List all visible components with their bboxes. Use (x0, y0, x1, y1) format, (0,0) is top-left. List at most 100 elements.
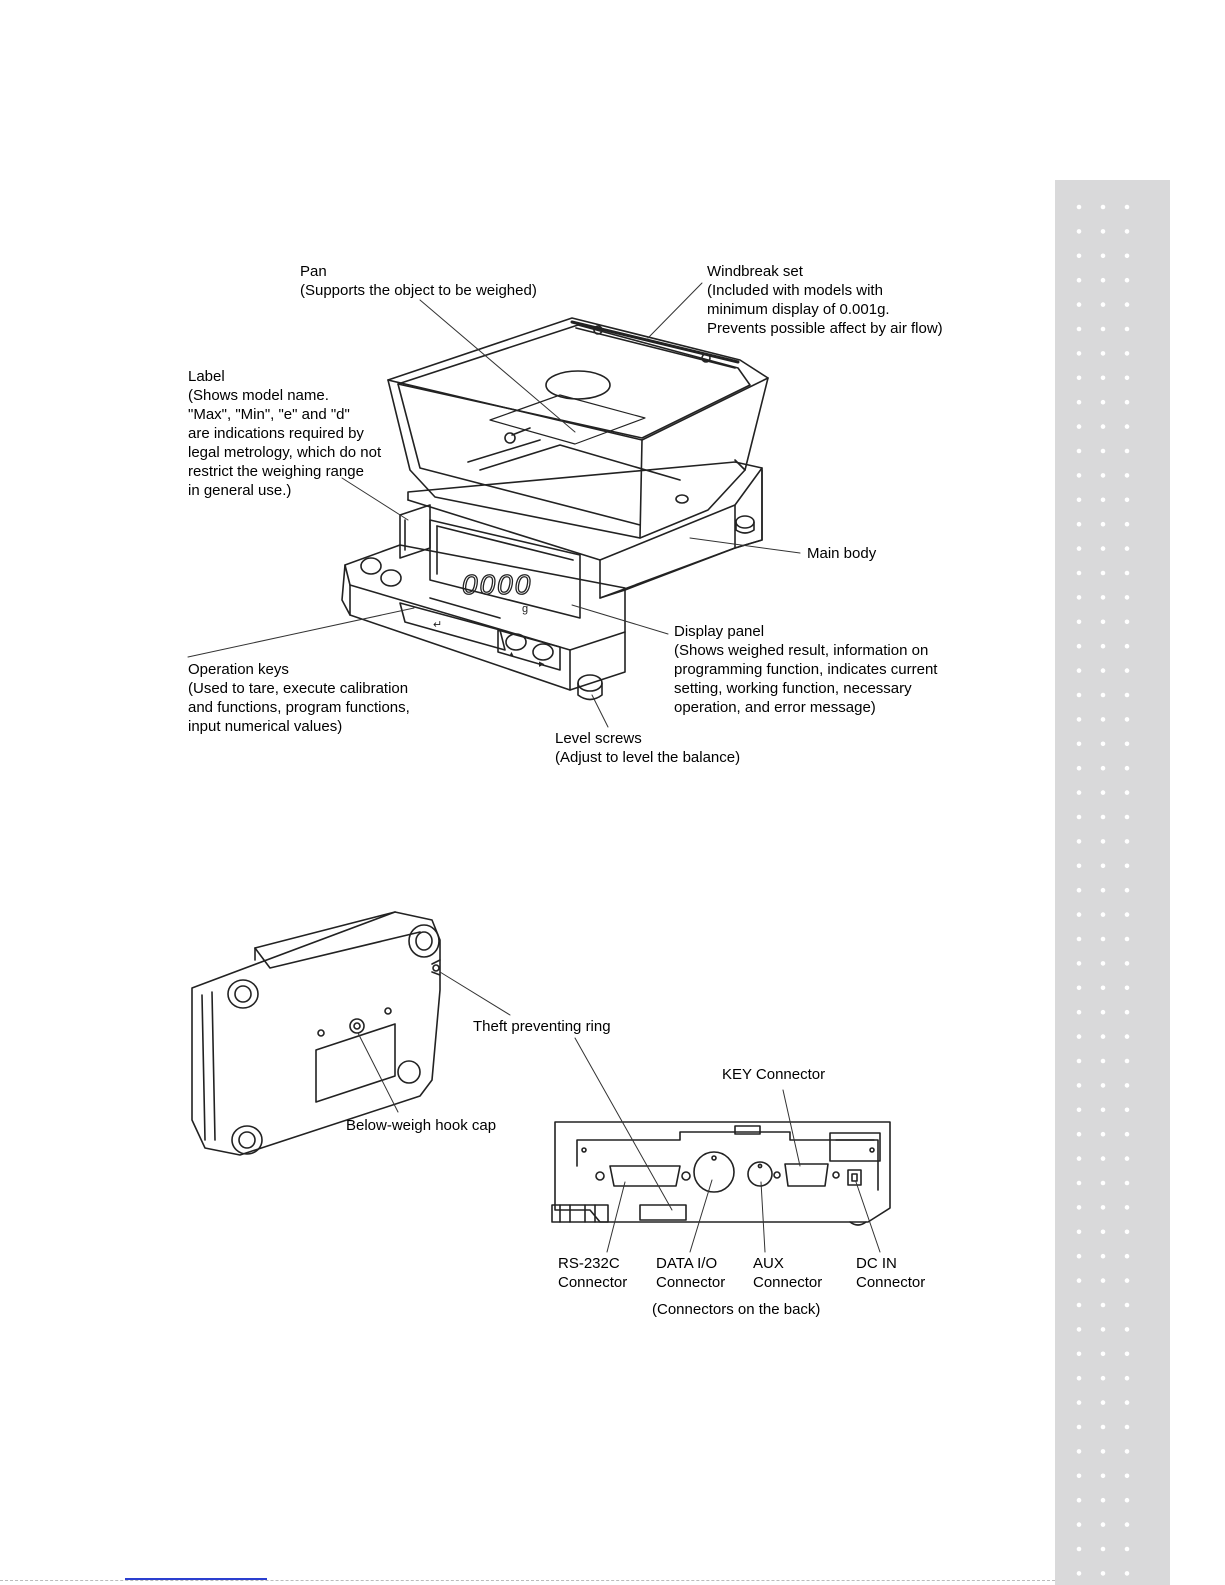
sidebar-dot (1076, 1546, 1082, 1552)
operation-keys-label: Operation keys (Used to tare, execute ca… (188, 660, 410, 736)
sidebar-dot (1076, 375, 1082, 381)
sidebar-dot (1100, 814, 1106, 820)
sidebar-dot (1100, 1449, 1106, 1454)
sidebar-dot (1076, 1205, 1082, 1210)
sidebar-dot (1100, 351, 1106, 356)
sidebar-dot (1124, 692, 1130, 698)
sidebar-dot (1076, 985, 1082, 991)
sidebar-dot (1076, 497, 1082, 503)
rear-panel (551, 1121, 891, 1226)
sidebar-dot (1076, 1400, 1082, 1405)
sidebar-dot (1076, 302, 1082, 307)
display-unit: g (522, 603, 528, 615)
sidebar-dot (1076, 1107, 1082, 1113)
sidebar-dot (1100, 1009, 1106, 1015)
sidebar-dot (1124, 839, 1130, 844)
sidebar-dot (1100, 619, 1106, 625)
sidebar-dot (1124, 351, 1130, 356)
footer-dashed-line (0, 1580, 1055, 1581)
sidebar-dot (1076, 1083, 1082, 1088)
sidebar-dot (1076, 717, 1082, 722)
sidebar-dot (1100, 1205, 1106, 1210)
level-screws-desc: (Adjust to level the balance) (555, 749, 741, 766)
sidebar-dot (1100, 1083, 1106, 1088)
sidebar-dot (1100, 1278, 1106, 1283)
operation-keys-title: Operation keys (188, 661, 289, 678)
sidebar-dot (1100, 497, 1106, 503)
sidebar-dot (1100, 1107, 1106, 1113)
operation-keys-line-3: input numerical values) (188, 718, 343, 735)
enter-key-glyph: ↵ (433, 619, 442, 631)
sidebar-dot (1124, 765, 1130, 771)
sidebar-dot (1100, 668, 1106, 673)
sidebar-dot (1100, 692, 1106, 698)
sidebar-dot (1076, 1156, 1082, 1161)
sidebar-dot (1076, 1449, 1082, 1454)
sidebar-dot (1124, 1083, 1130, 1088)
sidebar-dot (1124, 399, 1130, 405)
label-line-2: "Max", "Min", "e" and "d" (188, 406, 350, 423)
sidebar-dot (1124, 326, 1130, 332)
sidebar-dot (1076, 1571, 1082, 1576)
windbreak-box (387, 317, 769, 539)
sidebar-dot (1076, 1473, 1082, 1479)
label-part-label: Label (Shows model name. "Max", "Min", "… (188, 367, 381, 500)
sidebar-strip (1055, 180, 1170, 1585)
sidebar-dot (1124, 643, 1130, 649)
dc-in-l2: Connector (856, 1274, 926, 1291)
sidebar-dot (1100, 546, 1106, 551)
sidebar-dot (1124, 1400, 1130, 1405)
sidebar-dot (1076, 1327, 1082, 1332)
sidebar-dot (1124, 619, 1130, 625)
sidebar-dot (1076, 448, 1082, 454)
sidebar-dot (1100, 839, 1106, 844)
sidebar-dot (1076, 668, 1082, 673)
label-line-6: in general use.) (188, 482, 292, 499)
main-body-label: Main body (807, 544, 876, 563)
sidebar-dot (1100, 765, 1106, 771)
sidebar-dot (1100, 277, 1106, 283)
sidebar-dot (1076, 619, 1082, 625)
display-panel-title: Display panel (674, 623, 765, 640)
sidebar-dot (1076, 1009, 1082, 1015)
sidebar-dot (1076, 570, 1082, 576)
sidebar-dot (1076, 521, 1082, 527)
sidebar-dot (1124, 546, 1130, 551)
sidebar-dot (1076, 1253, 1082, 1259)
sidebar-dot (1124, 1107, 1130, 1113)
rs232c-l1: RS-232C (558, 1255, 620, 1272)
sidebar-dot (1100, 448, 1106, 454)
sidebar-dot (1124, 1278, 1130, 1283)
sidebar-dot (1076, 887, 1082, 893)
operation-keys-line-2: and functions, program functions, (188, 699, 410, 716)
label-line-3: are indications required by (188, 425, 364, 442)
sidebar-dot (1100, 643, 1106, 649)
sidebar-dot (1100, 912, 1106, 917)
hook-cap-label: Below-weigh hook cap (346, 1117, 497, 1134)
sidebar-dot (1100, 1473, 1106, 1479)
pan-desc: (Supports the object to be weighed) (300, 282, 537, 299)
sidebar-dot (1100, 1400, 1106, 1405)
connectors-caption: (Connectors on the back) (652, 1301, 821, 1318)
sidebar-dot (1124, 790, 1130, 795)
footer-link-underline (125, 1578, 267, 1580)
sidebar-dot (1124, 887, 1130, 893)
sidebar-dot (1100, 1351, 1106, 1357)
sidebar-dot (1076, 790, 1082, 795)
sidebar-dot (1124, 1058, 1130, 1064)
sidebar-dot (1124, 1131, 1130, 1137)
sidebar-dot (1076, 351, 1082, 356)
sidebar-dot (1100, 204, 1106, 210)
sidebar-dot (1124, 1229, 1130, 1235)
sidebar-dot (1124, 1180, 1130, 1186)
sidebar-dot (1100, 253, 1106, 259)
rs232c-label: RS-232C Connector (558, 1254, 627, 1292)
sidebar-dot (1124, 1009, 1130, 1015)
label-title: Label (188, 368, 225, 385)
sidebar-dot (1100, 229, 1106, 234)
sidebar-dot (1124, 814, 1130, 820)
data-io-label: DATA I/O Connector (656, 1254, 725, 1292)
sidebar-dot (1076, 765, 1082, 771)
sidebar-dot (1124, 595, 1130, 600)
sidebar-dot (1100, 1302, 1106, 1308)
